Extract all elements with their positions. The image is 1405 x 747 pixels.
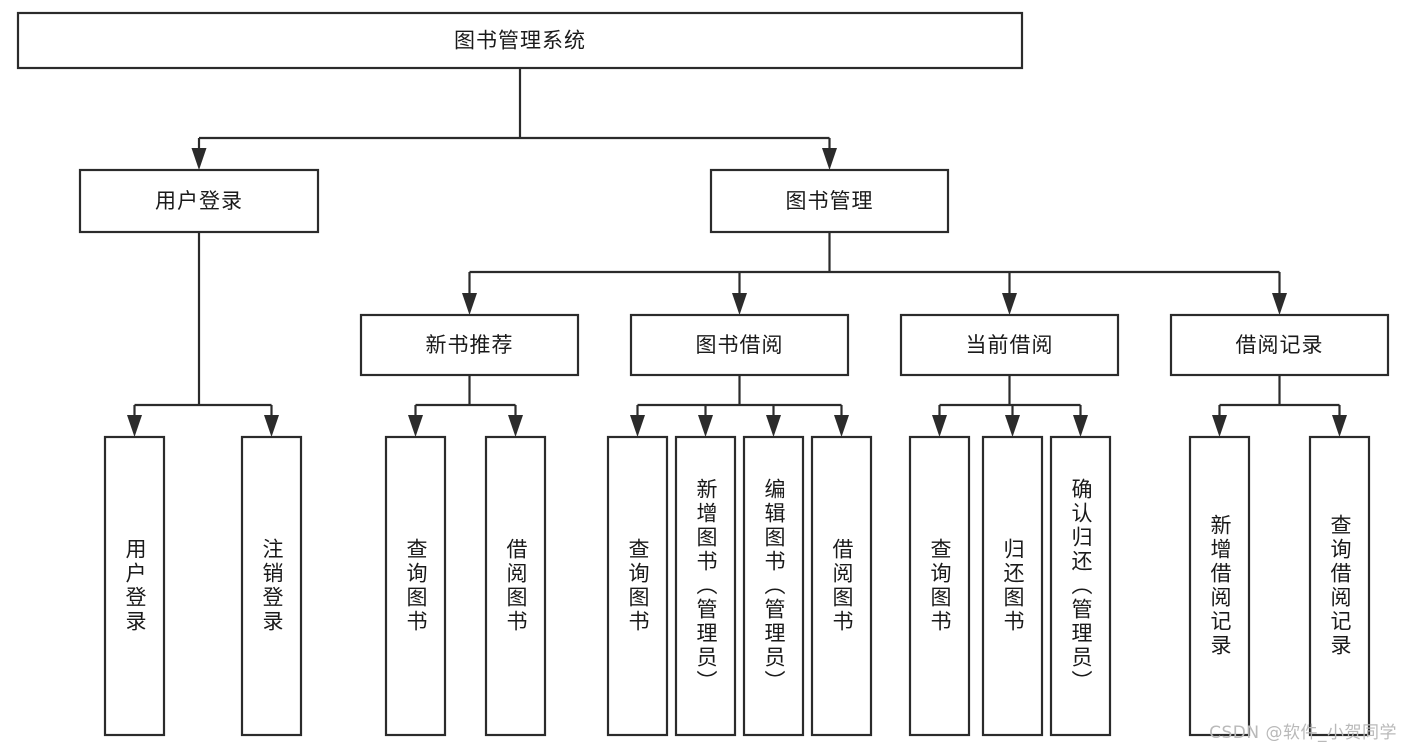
node-label-leaf-edit-book: 编辑图书（管理员） bbox=[762, 478, 786, 694]
node-label-leaf-query-book-3: 查询图书 bbox=[928, 538, 952, 634]
node-label-root: 图书管理系统 bbox=[454, 29, 586, 53]
node-new-book-recommend[interactable]: 新书推荐 bbox=[359, 313, 580, 377]
node-label-leaf-query-book-2: 查询图书 bbox=[626, 538, 650, 634]
node-borrow-record[interactable]: 借阅记录 bbox=[1169, 313, 1390, 377]
connector-layer bbox=[127, 68, 1347, 437]
node-label-user-login: 用户登录 bbox=[155, 189, 243, 213]
node-leaf-confirm-return[interactable]: 确认归还（管理员） bbox=[1049, 435, 1112, 737]
node-leaf-return-book[interactable]: 归还图书 bbox=[981, 435, 1044, 737]
connector-group-user-login bbox=[127, 232, 279, 437]
node-root[interactable]: 图书管理系统 bbox=[16, 11, 1024, 70]
node-leaf-borrow-book-2[interactable]: 借阅图书 bbox=[810, 435, 873, 737]
connector-group-root bbox=[191, 68, 837, 170]
node-label-current-borrow: 当前借阅 bbox=[966, 333, 1054, 357]
watermark-label: CSDN @软件_小贺同学 bbox=[1209, 723, 1397, 743]
connector-group-book-borrow bbox=[630, 375, 849, 437]
node-label-leaf-add-book: 新增图书（管理员） bbox=[694, 478, 718, 694]
node-leaf-query-book-1[interactable]: 查询图书 bbox=[384, 435, 447, 737]
node-book-manage[interactable]: 图书管理 bbox=[709, 168, 950, 234]
node-label-leaf-user-logout: 注销登录 bbox=[260, 538, 284, 634]
node-layer: 图书管理系统用户登录图书管理新书推荐图书借阅当前借阅借阅记录用户登录注销登录查询… bbox=[16, 11, 1390, 737]
node-label-book-borrow: 图书借阅 bbox=[696, 333, 784, 357]
node-leaf-query-book-2[interactable]: 查询图书 bbox=[606, 435, 669, 737]
node-user-login[interactable]: 用户登录 bbox=[78, 168, 320, 234]
node-current-borrow[interactable]: 当前借阅 bbox=[899, 313, 1120, 377]
node-label-leaf-query-record: 查询借阅记录 bbox=[1328, 514, 1352, 658]
node-book-borrow[interactable]: 图书借阅 bbox=[629, 313, 850, 377]
connector-group-current-borrow bbox=[932, 375, 1088, 437]
node-leaf-query-record[interactable]: 查询借阅记录 bbox=[1308, 435, 1371, 737]
node-leaf-add-book[interactable]: 新增图书（管理员） bbox=[674, 435, 737, 737]
node-label-leaf-query-book-1: 查询图书 bbox=[404, 538, 428, 634]
node-leaf-borrow-book-1[interactable]: 借阅图书 bbox=[484, 435, 547, 737]
connector-group-borrow-record bbox=[1212, 375, 1347, 437]
node-label-leaf-return-book: 归还图书 bbox=[1001, 538, 1025, 634]
node-label-leaf-add-record: 新增借阅记录 bbox=[1208, 514, 1232, 658]
node-label-leaf-user-login: 用户登录 bbox=[123, 538, 147, 634]
node-label-book-manage: 图书管理 bbox=[786, 189, 874, 213]
node-label-borrow-record: 借阅记录 bbox=[1236, 333, 1324, 357]
connector-group-book-manage bbox=[462, 232, 1287, 315]
connector-group-new-book-recommend bbox=[408, 375, 523, 437]
node-label-leaf-confirm-return: 确认归还（管理员） bbox=[1069, 478, 1093, 694]
node-leaf-edit-book[interactable]: 编辑图书（管理员） bbox=[742, 435, 805, 737]
node-leaf-user-logout[interactable]: 注销登录 bbox=[240, 435, 303, 737]
node-leaf-add-record[interactable]: 新增借阅记录 bbox=[1188, 435, 1251, 737]
node-label-leaf-borrow-book-2: 借阅图书 bbox=[830, 538, 854, 634]
node-label-new-book-recommend: 新书推荐 bbox=[426, 333, 514, 357]
node-leaf-user-login[interactable]: 用户登录 bbox=[103, 435, 166, 737]
node-label-leaf-borrow-book-1: 借阅图书 bbox=[504, 538, 528, 634]
node-leaf-query-book-3[interactable]: 查询图书 bbox=[908, 435, 971, 737]
